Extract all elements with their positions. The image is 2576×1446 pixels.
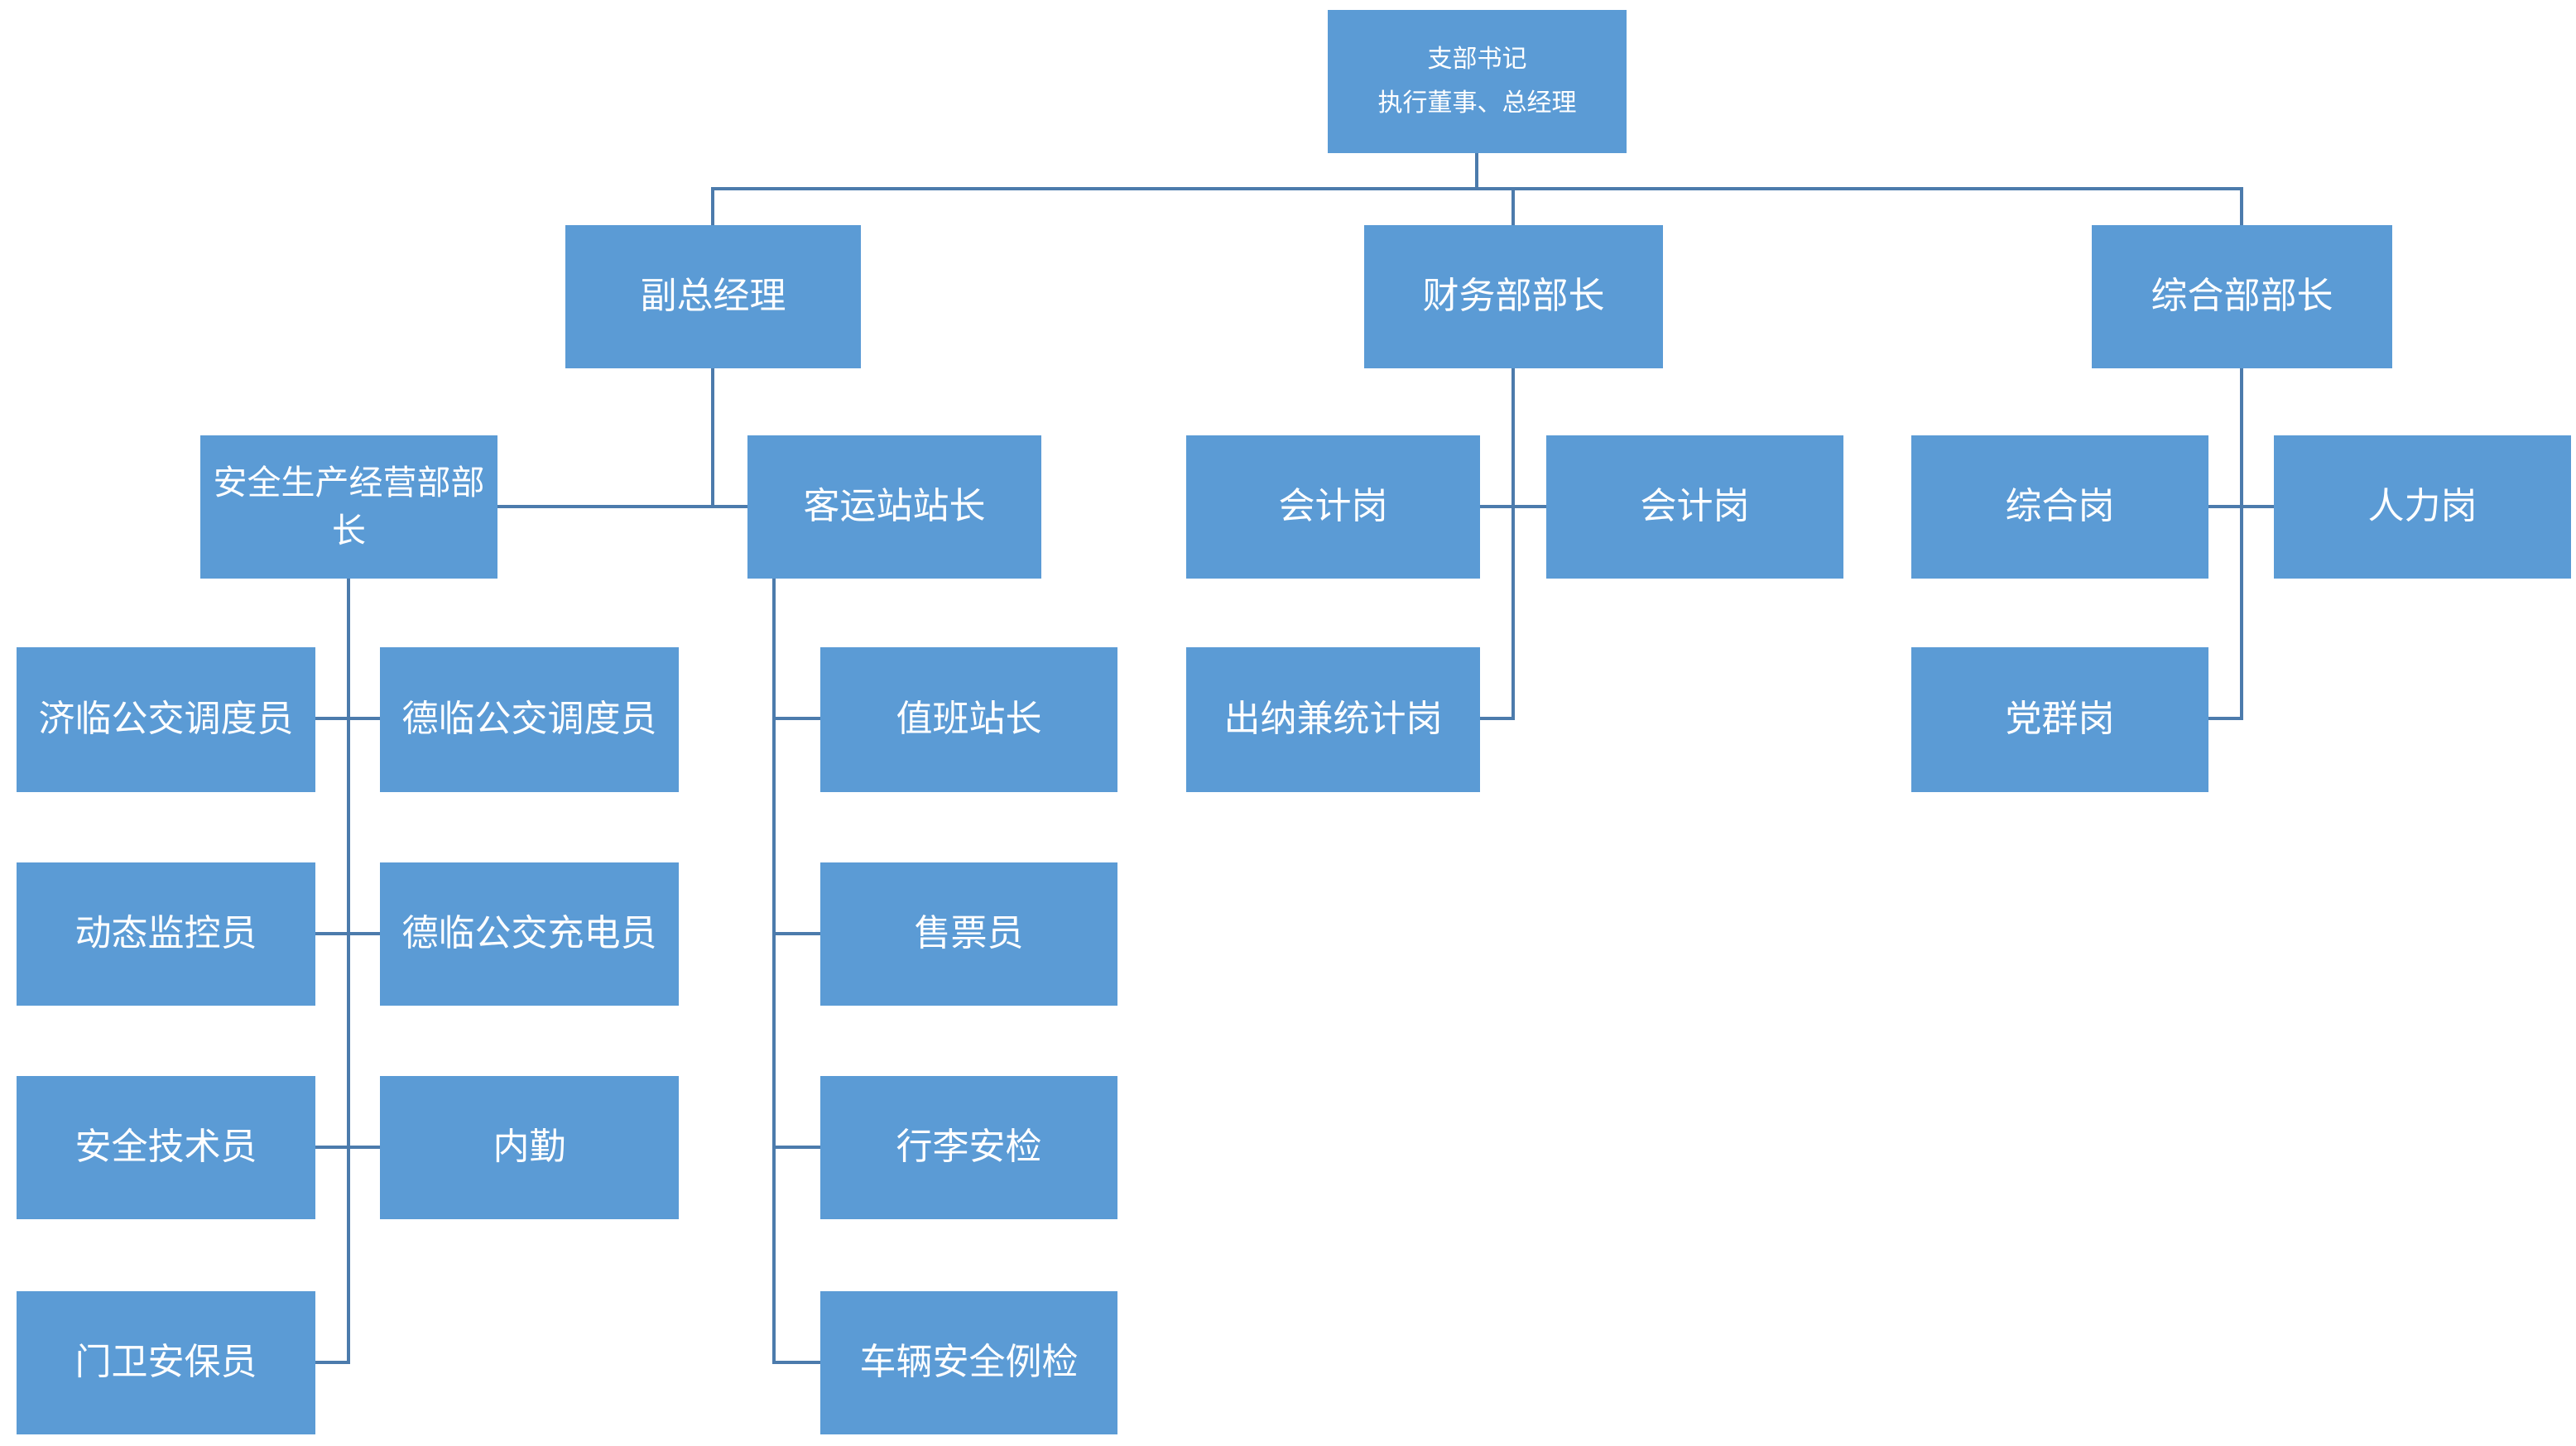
node-dynamic-monitor: 动态监控员 [17, 862, 315, 1006]
node-accountant-2: 会计岗 [1546, 435, 1843, 579]
node-office-clerk: 内勤 [380, 1076, 679, 1219]
node-label: 安全技术员 [74, 1127, 257, 1168]
node-label: 会计岗 [1640, 486, 1750, 527]
connector-deputy-gm-down [711, 368, 714, 508]
node-label: 副总经理 [640, 276, 786, 317]
node-general-dept-head: 综合部部长 [2092, 225, 2392, 368]
node-label-line1: 安全生产经营部部 [213, 464, 485, 502]
connector-safety-trunk [347, 579, 350, 1364]
node-delin-bus-charger: 德临公交充电员 [380, 862, 679, 1006]
connector-drop-general-head [2240, 187, 2243, 225]
connector-level3-left-horizontal [497, 505, 747, 508]
node-label: 综合部部长 [2151, 276, 2333, 317]
node-cashier-statistics-post: 出纳兼统计岗 [1186, 647, 1480, 792]
connector-root-drop [1475, 153, 1478, 190]
node-hr-post: 人力岗 [2274, 435, 2571, 579]
node-label: 值班站长 [896, 699, 1042, 740]
node-label: 德临公交调度员 [401, 699, 657, 740]
node-label: 人力岗 [2367, 486, 2477, 527]
connector-safety-row1 [315, 717, 380, 720]
node-label: 济临公交调度员 [38, 699, 294, 740]
connector-station-row3 [772, 1146, 820, 1149]
node-finance-dept-head: 财务部部长 [1364, 225, 1663, 368]
node-label: 会计岗 [1278, 486, 1388, 527]
node-label: 财务部部长 [1422, 276, 1605, 317]
connector-safety-row2 [315, 932, 380, 935]
node-gate-guard: 门卫安保员 [17, 1291, 315, 1434]
connector-safety-row3 [315, 1146, 380, 1149]
node-party-mass-post: 党群岗 [1911, 647, 2208, 792]
connector-finance-trunk [1511, 368, 1515, 720]
node-label: 动态监控员 [74, 913, 257, 954]
connector-accountants-horizontal [1480, 505, 1546, 508]
node-label: 门卫安保员 [74, 1342, 257, 1383]
node-label-line2: 长 [332, 511, 366, 550]
node-label: 车辆安全例检 [859, 1342, 1079, 1383]
connector-gate-guard-elbow [315, 1361, 350, 1364]
node-general-affairs-post: 综合岗 [1911, 435, 2208, 579]
connector-drop-finance-head [1511, 187, 1515, 225]
connector-top-horizontal [711, 187, 2243, 190]
node-label: 党群岗 [2005, 699, 2115, 740]
connector-station-row4 [772, 1361, 820, 1364]
node-label: 内勤 [493, 1127, 566, 1168]
node-label: 德临公交充电员 [401, 913, 657, 954]
connector-station-row2 [772, 932, 820, 935]
node-jilin-bus-dispatcher: 济临公交调度员 [17, 647, 315, 792]
node-label: 客运站站长 [803, 486, 986, 527]
connector-level3-right-horizontal [2208, 505, 2274, 508]
connector-cashier-elbow [1480, 717, 1515, 720]
node-delin-bus-dispatcher: 德临公交调度员 [380, 647, 679, 792]
node-vehicle-safety-inspection: 车辆安全例检 [820, 1291, 1117, 1434]
node-label: 出纳兼统计岗 [1223, 699, 1443, 740]
connector-drop-deputy-gm [711, 187, 714, 225]
node-safety-production-dept-head: 安全生产经营部部 长 [200, 435, 497, 579]
connector-station-row1 [772, 717, 820, 720]
node-deputy-gm: 副总经理 [565, 225, 861, 368]
node-safety-technician: 安全技术员 [17, 1076, 315, 1219]
node-branch-secretary-gm: 支部书记 执行董事、总经理 [1328, 10, 1627, 153]
node-ticket-seller: 售票员 [820, 862, 1117, 1006]
connector-general-trunk [2240, 368, 2243, 720]
node-accountant-1: 会计岗 [1186, 435, 1480, 579]
node-label: 综合岗 [2005, 486, 2115, 527]
node-label: 售票员 [914, 913, 1024, 954]
node-passenger-station-head: 客运站站长 [747, 435, 1041, 579]
node-duty-station-head: 值班站长 [820, 647, 1117, 792]
connector-station-trunk [772, 579, 776, 1364]
node-baggage-security: 行李安检 [820, 1076, 1117, 1219]
node-label-line1: 支部书记 [1427, 46, 1527, 73]
node-label-line2: 执行董事、总经理 [1377, 89, 1577, 117]
connector-party-elbow [2208, 717, 2243, 720]
node-label: 行李安检 [896, 1127, 1042, 1168]
